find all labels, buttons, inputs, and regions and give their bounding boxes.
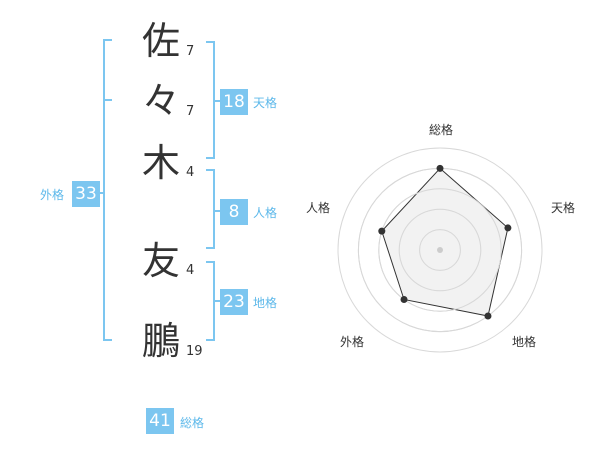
radar-point-1 — [436, 164, 444, 172]
radar-axis-label-tenkaku: 天格 — [550, 201, 575, 215]
radar-ring-overlay-2 — [398, 208, 482, 292]
name-char-3-strokes: 4 — [186, 165, 195, 180]
radar-axis-label-jinkaku: 人格 — [305, 201, 330, 215]
soukaku-label: 総格 — [180, 416, 205, 430]
name-char-5: 鵬 — [141, 319, 180, 363]
name-char-5-strokes: 19 — [186, 344, 203, 359]
radar-axis-label-chikaku: 地格 — [511, 335, 536, 349]
radar-ring-overlay-1 — [419, 229, 461, 271]
radar-point-2 — [504, 224, 512, 232]
name-char-2: 々 — [141, 79, 180, 123]
tenkaku-label: 天格 — [253, 96, 278, 110]
radar-point-4 — [400, 296, 408, 304]
name-char-1-strokes: 7 — [186, 44, 195, 59]
jinkaku-label: 人格 — [253, 206, 278, 220]
name-char-4-strokes: 4 — [186, 263, 195, 278]
name-char-3: 木 — [141, 141, 180, 185]
jinkaku-bracket — [206, 169, 215, 249]
radar-point-5 — [378, 227, 386, 235]
gaikaku-bracket — [103, 39, 112, 341]
radar-polygon — [381, 167, 509, 317]
gaikaku-value-badge: 33 — [72, 181, 100, 207]
jinkaku-value-badge: 8 — [220, 199, 248, 225]
chikaku-label: 地格 — [253, 296, 278, 310]
name-char-1: 佐 — [141, 19, 180, 63]
radar-point-3 — [484, 312, 492, 320]
radar-ring-overlay-3 — [378, 188, 502, 312]
gaikaku-label: 外格 — [40, 188, 65, 202]
soukaku-value-badge: 41 — [146, 408, 174, 434]
tenkaku-value-badge: 18 — [220, 89, 248, 115]
radar-axis-label-gaikaku: 外格 — [339, 335, 364, 349]
radar-axis-label-soukaku: 総格 — [428, 123, 453, 137]
name-char-4: 友 — [141, 239, 180, 283]
radar-center-dot — [437, 247, 443, 253]
chikaku-value-badge: 23 — [220, 289, 248, 315]
name-char-2-strokes: 7 — [186, 104, 195, 119]
